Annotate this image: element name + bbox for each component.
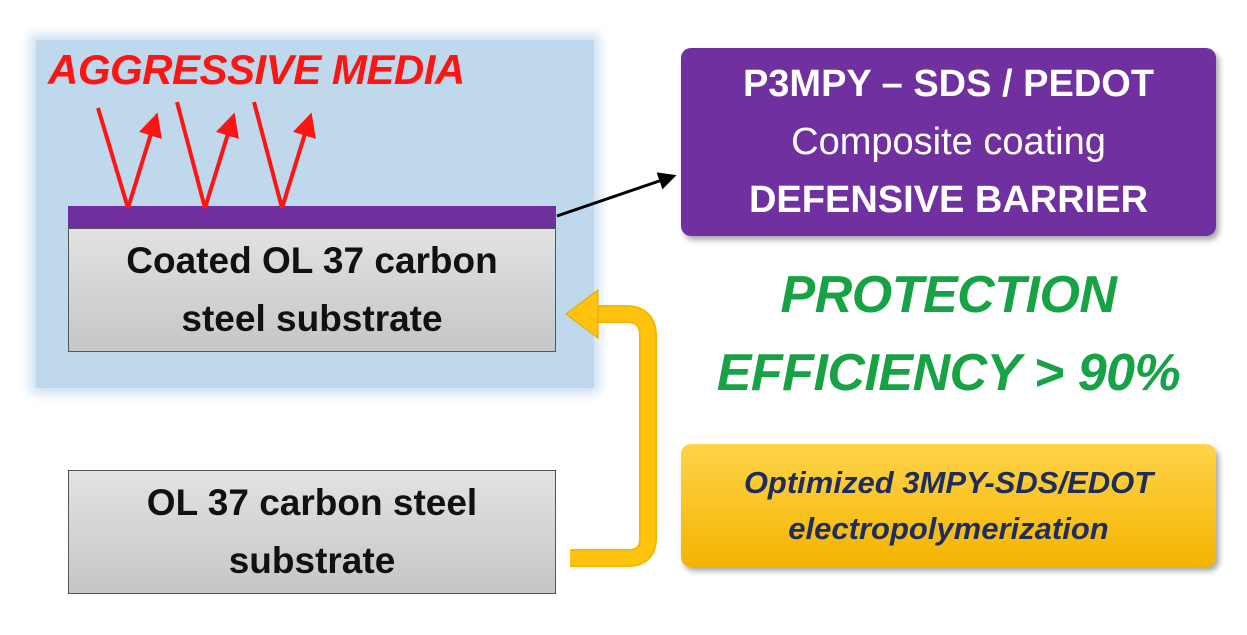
coated-substrate-label: Coated OL 37 carbon steel substrate [126, 240, 498, 339]
coating-pointer-arrow [556, 172, 677, 218]
process-line-2: electropolymerization [788, 510, 1109, 546]
media-arrow-1 [96, 107, 162, 209]
media-arrow-3 [252, 101, 316, 209]
protection-efficiency-text: PROTECTION EFFICIENCY > 90% [681, 256, 1216, 412]
media-arrow-2 [175, 101, 239, 209]
electropolymerization-box: Optimized 3MPY-SDS/EDOT electropolymeriz… [681, 444, 1216, 567]
efficiency-line-2: EFFICIENCY > 90% [716, 344, 1181, 402]
efficiency-line-1: PROTECTION [780, 266, 1117, 324]
bare-substrate-label: OL 37 carbon steel substrate [146, 482, 478, 581]
coated-substrate-box: Coated OL 37 carbon steel substrate [68, 228, 556, 352]
process-line-1: Optimized 3MPY-SDS/EDOT [743, 464, 1154, 500]
coating-layer [68, 206, 556, 228]
coating-title: P3MPY – SDS / PEDOT [742, 63, 1155, 105]
coating-subtitle: Composite coating [791, 121, 1106, 163]
bare-substrate-box: OL 37 carbon steel substrate [68, 470, 556, 594]
process-arrow [565, 289, 657, 567]
defensive-barrier-box: P3MPY – SDS / PEDOT Composite coating DE… [681, 48, 1216, 236]
aggressive-media-label: AGGRESSIVE MEDIA [48, 46, 465, 93]
coating-role: DEFENSIVE BARRIER [748, 179, 1149, 221]
